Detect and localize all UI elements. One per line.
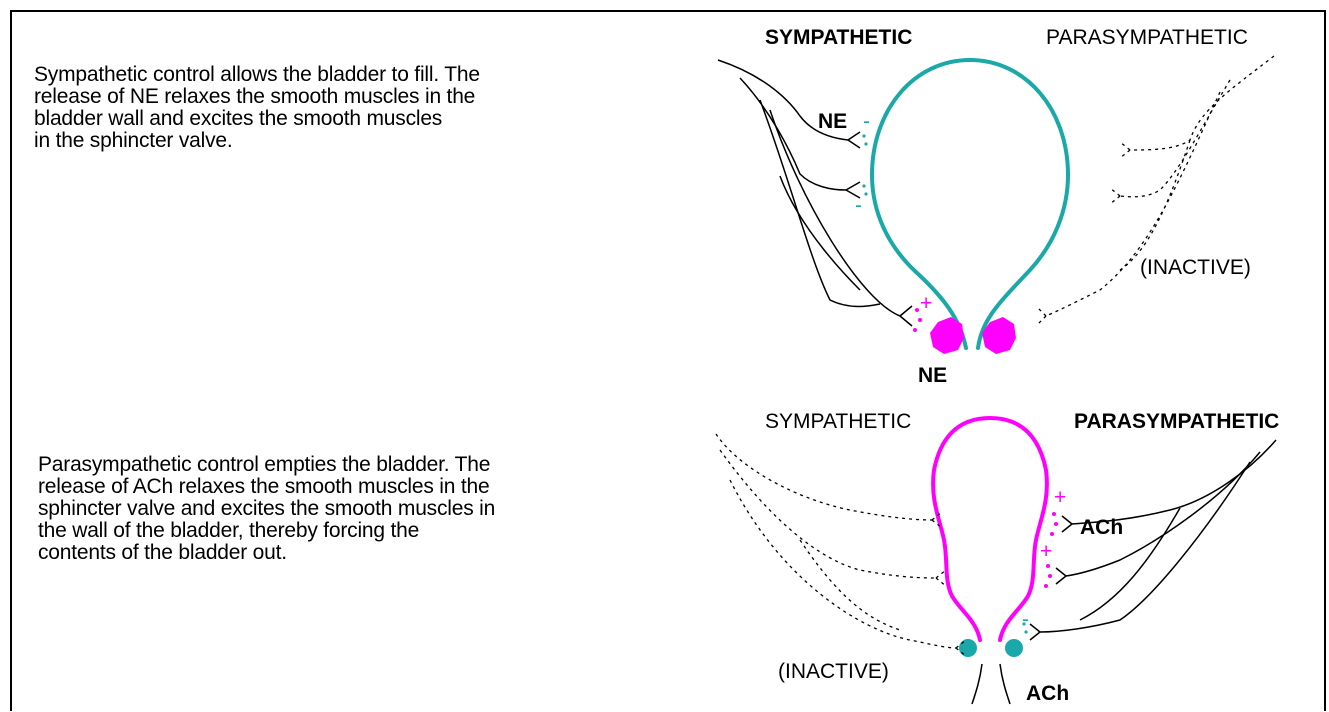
inhibitory-sign: - [1022,608,1029,631]
urethra-outflow [972,664,1010,704]
excitatory-sign: + [920,292,932,315]
parasympathetic-nerves-inactive [1036,56,1274,326]
ne-label-sphincter: NE [918,364,947,387]
inactive-label: (INACTIVE) [1140,256,1251,279]
sphincter-relaxed [959,639,1023,657]
inhibitory-sign: - [855,194,862,217]
top-panel: SYMPATHETIC PARASYMPATHETIC - - + NE [718,26,1274,387]
sympathetic-label-active: SYMPATHETIC [765,26,912,49]
bottom-panel: SYMPATHETIC PARASYMPATHETIC + + - ACh [716,410,1279,705]
sphincter-contracted [930,317,1016,354]
bladder-contracted [933,418,1047,640]
sympathetic-nerves-active [718,60,912,326]
inhibitory-sign: - [863,110,870,133]
excitatory-sign: + [1040,540,1052,563]
parasympathetic-label-active: PARASYMPATHETIC [1074,410,1279,433]
ach-label-wall: ACh [1080,516,1123,539]
inactive-label: (INACTIVE) [778,660,889,683]
excitatory-sign: + [1054,486,1066,509]
sympathetic-label-inactive: SYMPATHETIC [765,410,911,433]
ne-label-wall: NE [818,110,847,133]
ach-label-sphincter: ACh [1026,682,1069,705]
sympathetic-nerves-inactive [716,434,966,656]
parasympathetic-label-inactive: PARASYMPATHETIC [1046,26,1248,49]
parasympathetic-nerves-active [1030,440,1276,640]
bladder-relaxed [872,60,1068,348]
